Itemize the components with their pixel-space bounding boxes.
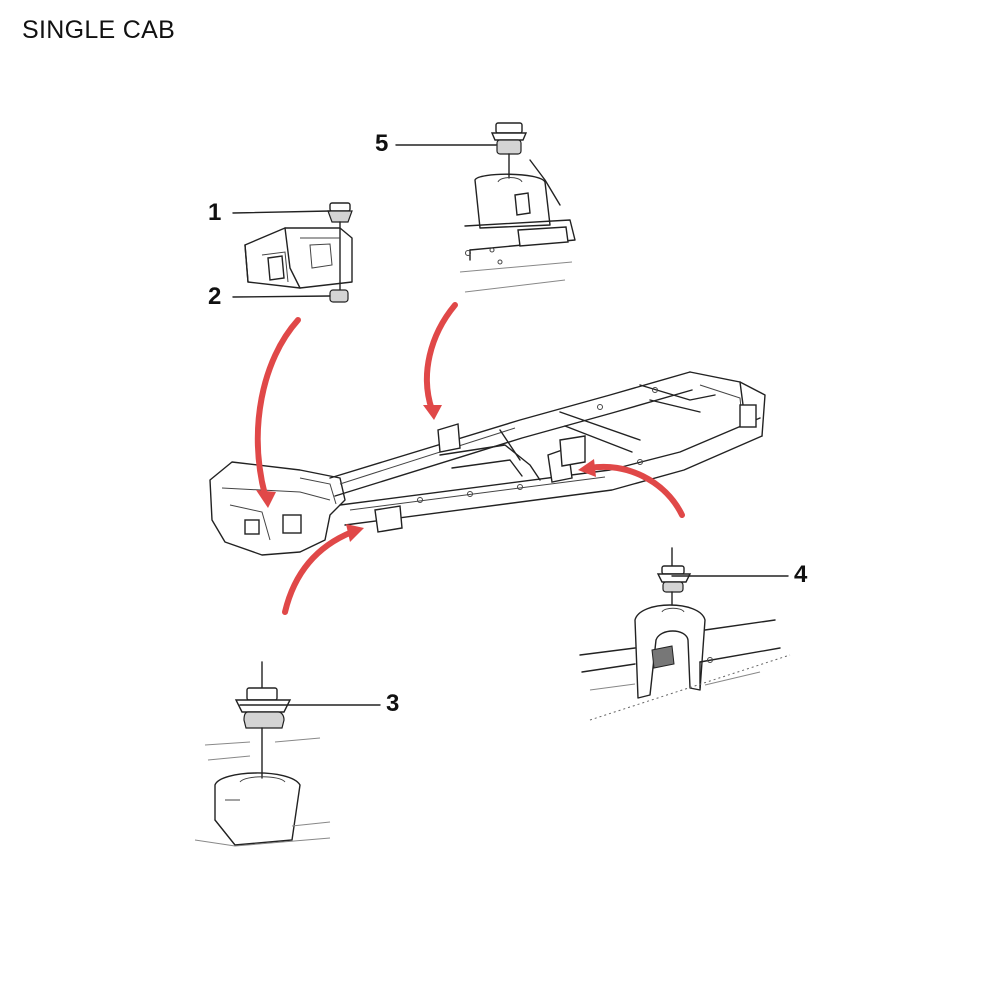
arrow-mount-3 bbox=[282, 529, 355, 615]
arrow-mount-5 bbox=[423, 302, 458, 413]
callout-4: 4 bbox=[794, 561, 808, 588]
arrow-mount-4 bbox=[587, 463, 685, 518]
mount-4-assembly bbox=[579, 547, 791, 721]
arrow-head-mount-3 bbox=[346, 524, 364, 542]
callout-2: 2 bbox=[208, 283, 222, 310]
arrow-head-mount-1-2 bbox=[256, 490, 276, 508]
callout-5: 5 bbox=[375, 130, 389, 157]
leader-lines bbox=[232, 144, 789, 706]
pointer-arrows bbox=[254, 302, 685, 615]
callout-1: 1 bbox=[208, 199, 222, 226]
page-title: SINGLE CAB bbox=[22, 16, 176, 44]
vehicle-frame bbox=[209, 371, 766, 556]
callout-3: 3 bbox=[386, 690, 400, 717]
mount-5-assembly bbox=[459, 122, 576, 293]
arrow-head-mount-5 bbox=[423, 405, 442, 420]
arrow-mount-1-2 bbox=[254, 317, 301, 498]
arrow-head-mount-4 bbox=[578, 459, 596, 477]
mount-3-assembly bbox=[194, 661, 331, 847]
mount-1-2-assembly bbox=[244, 202, 353, 303]
